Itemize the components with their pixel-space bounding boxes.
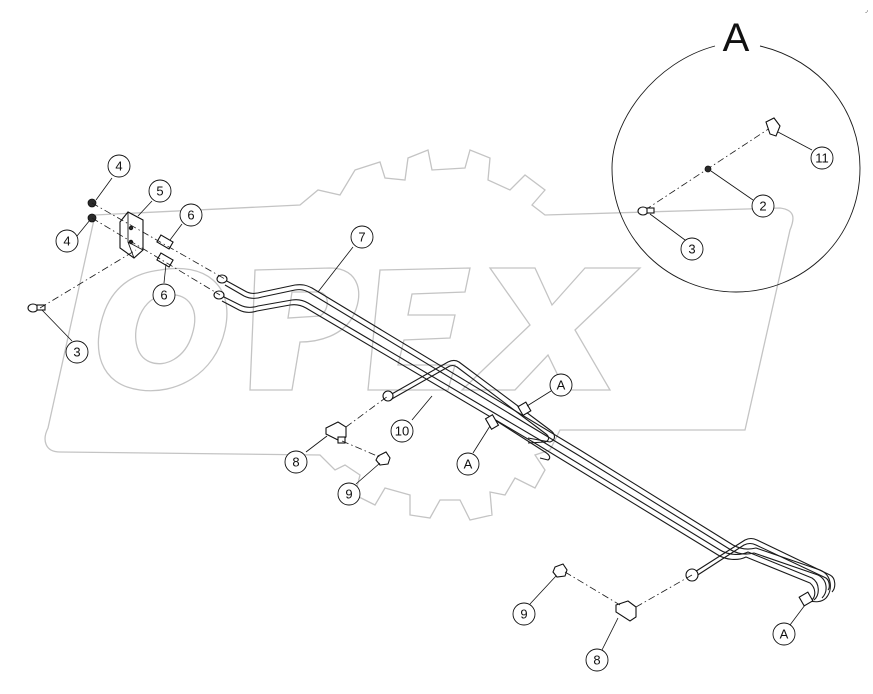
callout-11: 11 xyxy=(815,151,829,166)
detail-view-title: A xyxy=(723,16,750,60)
bracket-part-5 xyxy=(119,211,144,259)
callout-9: 9 xyxy=(345,487,352,502)
callout-9: 9 xyxy=(520,607,527,622)
callout-8: 8 xyxy=(593,653,600,668)
callout-3: 3 xyxy=(73,345,80,360)
callout-10: 10 xyxy=(395,424,409,439)
callout-3: 3 xyxy=(688,242,695,257)
callout-6: 6 xyxy=(187,208,194,223)
opex-watermark xyxy=(44,149,794,521)
callout-a: A xyxy=(557,378,566,393)
callout-a: A xyxy=(464,457,473,472)
callout-4: 4 xyxy=(63,234,70,249)
elbow-fitting-part-8 xyxy=(325,421,637,622)
tube-end-fittings xyxy=(213,274,699,582)
detail-view-a: A xyxy=(611,16,861,293)
corner-mark: ◞ xyxy=(865,7,868,14)
callout-5: 5 xyxy=(156,184,163,199)
nut-part-9 xyxy=(375,451,568,578)
callout-8: 8 xyxy=(292,455,299,470)
tube-clamps xyxy=(484,401,814,607)
fittings-part-6 xyxy=(156,234,174,268)
callout-a: A xyxy=(780,627,789,642)
callout-4: 4 xyxy=(115,159,122,174)
callout-2: 2 xyxy=(759,199,766,214)
tube-line-10 xyxy=(389,359,836,593)
callout-7: 7 xyxy=(358,230,365,245)
assembly-centerlines xyxy=(39,202,693,608)
callout-balloons: 4 4 5 6 6 7 3 10 A A 8 9 xyxy=(41,131,834,672)
nuts-part-4 xyxy=(87,198,97,223)
callout-6: 6 xyxy=(160,288,167,303)
